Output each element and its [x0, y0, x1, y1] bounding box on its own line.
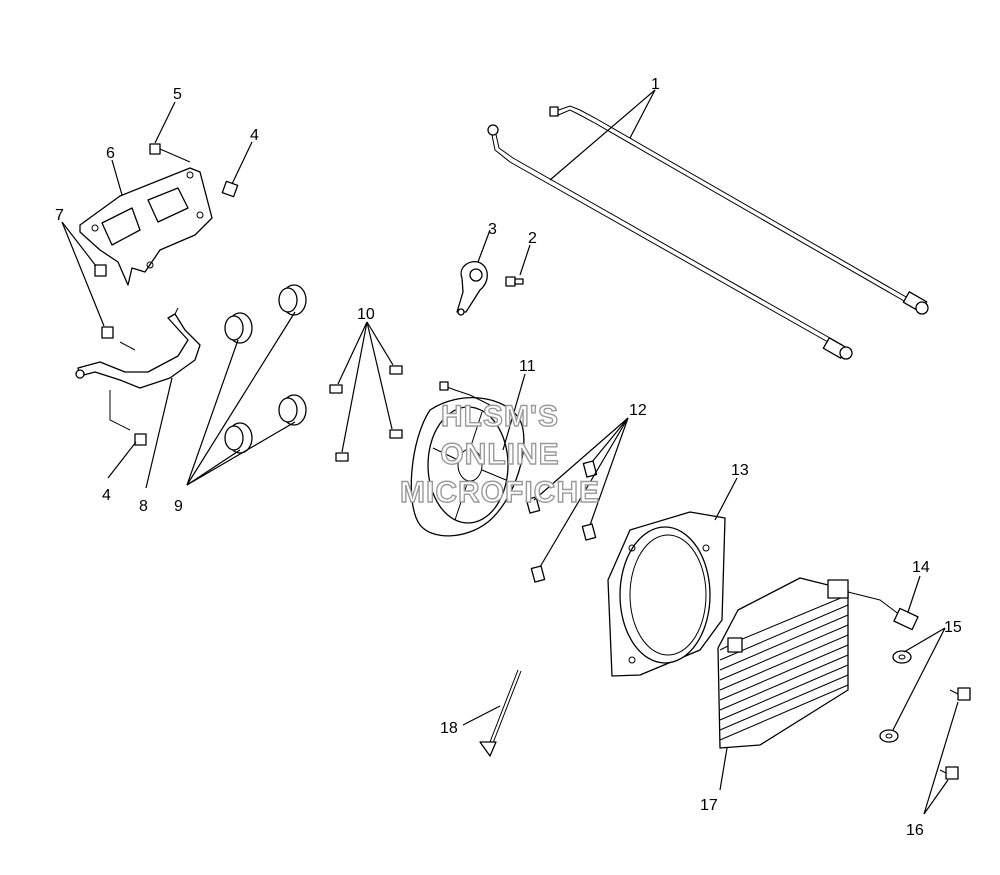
screw-icon[interactable]	[329, 365, 403, 462]
callout-7: 7	[55, 207, 64, 224]
clamp-icon[interactable]	[456, 261, 488, 316]
callout-4-top: 4	[250, 127, 259, 144]
callout-18: 18	[440, 720, 458, 737]
watermark-line-2: ONLINE	[440, 438, 559, 471]
callout-14: 14	[912, 559, 930, 576]
callout-5: 5	[173, 86, 182, 103]
watermark: HLSM'S ONLINE MICROFICHE	[399, 399, 600, 509]
connector-icon[interactable]	[847, 591, 919, 631]
cover-plate-icon[interactable]	[79, 167, 213, 286]
callout-9: 9	[174, 498, 183, 515]
washer-icon[interactable]	[879, 650, 912, 743]
oil-cooler-icon[interactable]	[717, 577, 849, 749]
bracket-icon[interactable]	[75, 307, 201, 431]
fan-shroud-icon[interactable]	[607, 511, 726, 677]
callout-8: 8	[139, 498, 148, 515]
callout-labels: 1 2 3 4 4 5 6 7 8 9 10 11 12 13 14 15 16…	[55, 76, 962, 839]
callout-12: 12	[629, 402, 647, 419]
bolt-icon[interactable]	[939, 687, 971, 780]
rubber-mount-icon[interactable]	[224, 284, 307, 454]
callout-13: 13	[731, 462, 749, 479]
callout-10: 10	[357, 306, 375, 323]
callout-11: 11	[519, 358, 536, 375]
callout-6: 6	[106, 145, 115, 162]
bolt-icon[interactable]	[505, 276, 524, 287]
callout-1: 1	[651, 76, 660, 93]
bolt-icon[interactable]	[149, 143, 191, 163]
callout-17: 17	[700, 797, 718, 814]
nut-icon[interactable]	[94, 264, 114, 339]
callout-2: 2	[528, 230, 537, 247]
nut-icon[interactable]	[221, 180, 239, 198]
leader-lines	[61, 89, 959, 815]
clip-nut-icon[interactable]	[525, 460, 598, 583]
watermark-line-1: HLSM'S	[441, 400, 559, 433]
cooling-fan-icon[interactable]	[410, 381, 525, 537]
callout-16: 16	[906, 822, 924, 839]
callout-15: 15	[944, 619, 962, 636]
callout-3: 3	[488, 221, 497, 238]
cable-tie-icon[interactable]	[479, 669, 522, 757]
oil-cooler-line-icon[interactable]	[487, 105, 929, 360]
watermark-line-3: MICROFICHE	[400, 476, 600, 509]
callout-4-bottom: 4	[102, 487, 111, 504]
nut-icon[interactable]	[134, 433, 147, 446]
